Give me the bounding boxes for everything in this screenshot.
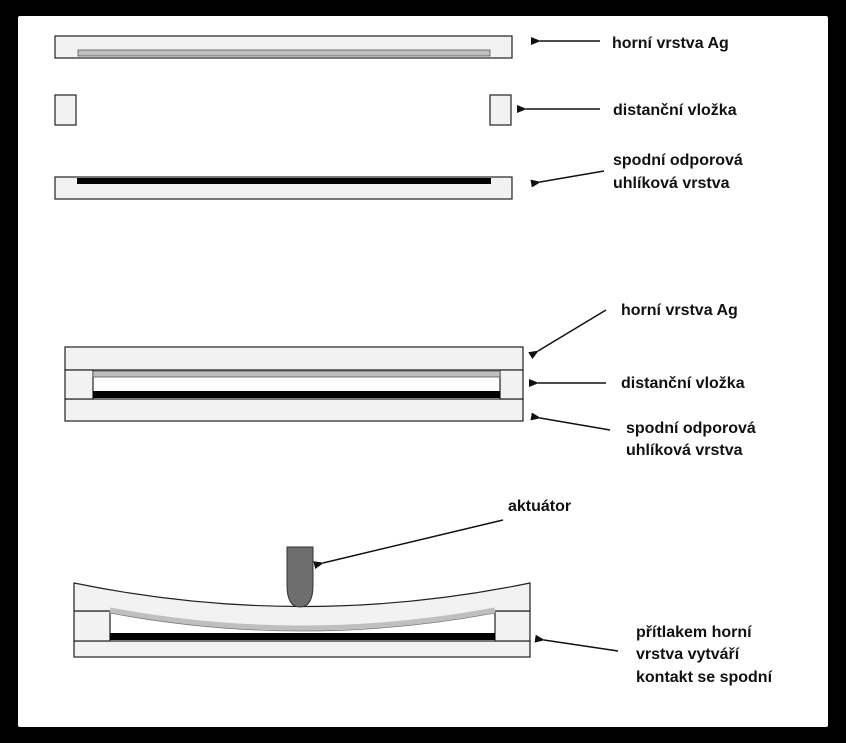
assembled-spacer-label: distanční vložka: [621, 375, 745, 392]
actuator-stylus: [286, 546, 314, 608]
pressed-spacer-right: [494, 610, 531, 642]
pressed-silver-film: [109, 607, 496, 631]
assembled-bottom-arrow: [530, 412, 611, 431]
exploded-spacer-left: [54, 94, 77, 126]
pressed-spacer-left: [73, 610, 111, 642]
contact-arrow: [534, 634, 619, 652]
exploded-view: horní vrstva Ag distanční vložka spodní …: [54, 35, 743, 200]
assembled-silver-film: [92, 370, 501, 378]
assembled-bottom-label-line2: uhlíková vrstva: [626, 442, 743, 459]
exploded-bottom-arrow: [530, 170, 605, 188]
exploded-spacer-right: [489, 94, 512, 126]
pressed-view: aktuátor přítlakem horní vrstva vytváří …: [73, 498, 773, 686]
assembled-spacer-left: [64, 369, 94, 400]
assembled-carbon-film: [93, 391, 500, 398]
assembled-top-layer: [64, 346, 524, 371]
actuator-label: aktuátor: [508, 498, 571, 515]
assembled-spacer-right: [499, 369, 524, 400]
assembled-top-arrow: [528, 309, 607, 360]
contact-label-line3: kontakt se spodní: [636, 669, 773, 686]
assembled-view: horní vrstva Ag distanční vložka spodní …: [64, 302, 756, 459]
exploded-bottom-label-line1: spodní odporová: [613, 152, 743, 169]
exploded-bottom-label-line2: uhlíková vrstva: [613, 175, 730, 192]
pressed-bottom-layer: [73, 640, 531, 658]
assembled-bottom-label-line1: spodní odporová: [626, 420, 756, 437]
exploded-spacer-label: distanční vložka: [613, 102, 737, 119]
pressed-carbon-film: [110, 633, 495, 640]
exploded-carbon-film: [77, 178, 491, 184]
exploded-top-label: horní vrstva Ag: [612, 35, 729, 52]
assembled-top-label: horní vrstva Ag: [621, 302, 738, 319]
pressed-silver-film-edge: [109, 612, 496, 632]
assembled-bottom-layer: [64, 398, 524, 422]
contact-label-line1: přítlakem horní: [636, 624, 752, 641]
exploded-silver-film: [77, 49, 491, 57]
actuator-arrow: [313, 519, 504, 569]
contact-label-line2: vrstva vytváří: [636, 646, 740, 663]
